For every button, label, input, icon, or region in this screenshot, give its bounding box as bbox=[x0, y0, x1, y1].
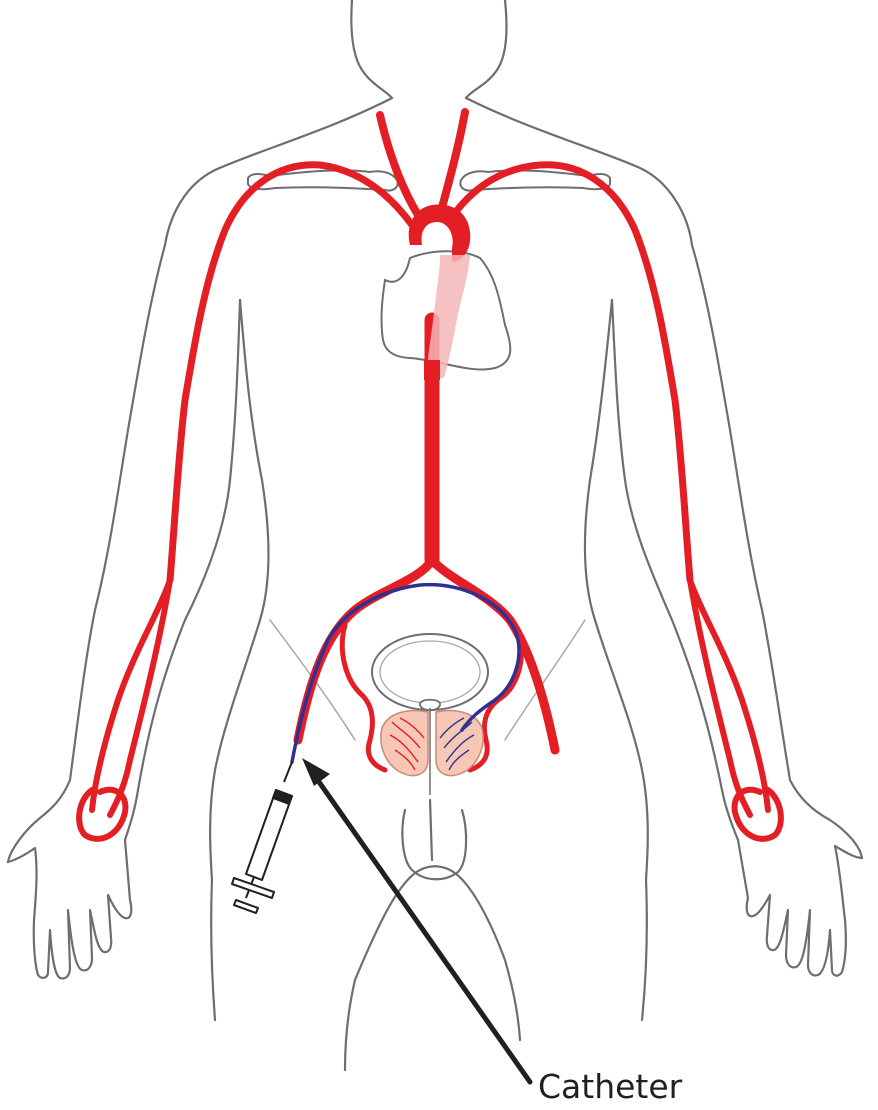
genitals-line bbox=[430, 800, 432, 860]
leg-right-outer bbox=[642, 880, 647, 1020]
left-internal-iliac bbox=[342, 625, 385, 770]
syringe-needle bbox=[284, 762, 292, 782]
syringe-icon bbox=[232, 762, 292, 913]
leg-left-outer bbox=[211, 880, 215, 1020]
arrow-head bbox=[302, 758, 330, 786]
torso-left bbox=[210, 300, 268, 880]
left-hand bbox=[8, 840, 131, 978]
aorta-top-descend bbox=[424, 360, 440, 380]
left-subclavian-artery bbox=[170, 165, 412, 580]
right-ulnar-artery bbox=[690, 580, 768, 810]
bladder bbox=[372, 634, 488, 710]
right-hand bbox=[738, 840, 862, 976]
neck-right bbox=[466, 0, 506, 98]
clavicles bbox=[248, 170, 610, 190]
arrow-shaft bbox=[312, 772, 530, 1082]
right-carotid-artery bbox=[440, 112, 465, 215]
neck-left bbox=[351, 0, 392, 98]
syringe-thumb-rest bbox=[234, 900, 258, 913]
left-arm-inner bbox=[125, 300, 240, 840]
leg-left-inner bbox=[345, 980, 355, 1070]
right-subclavian-artery bbox=[450, 165, 690, 580]
catheter-label: Catheter bbox=[538, 1067, 683, 1106]
genitals bbox=[402, 810, 466, 879]
arrow-icon bbox=[302, 758, 530, 1082]
